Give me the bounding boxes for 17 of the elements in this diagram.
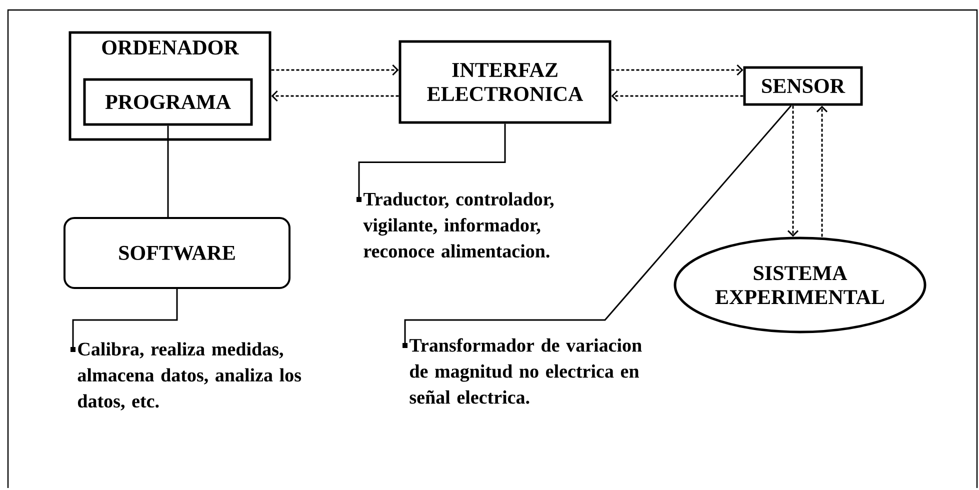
leader-line [402, 105, 792, 348]
arrow [271, 90, 399, 102]
leader-line [356, 124, 506, 202]
leader-line [70, 289, 178, 352]
sensor-box: SENSOR [743, 66, 863, 106]
interface-box: INTERFAZ ELECTRONICA [398, 40, 612, 124]
description-text: Calibra, realiza medidas, almacena datos, analiza los datos, etc. [78, 342, 302, 410]
software-box: SOFTWARE [64, 217, 290, 289]
description-text: Traductor, controlador, vigilante, informador, reconoce alimentacion. [363, 192, 554, 258]
program-box: PROGRAMA [83, 78, 253, 126]
description-text: Transformador de variacion de magnitud no electrica en señal electrica. [410, 338, 642, 404]
connector-line [167, 126, 169, 217]
arrow [611, 64, 744, 76]
arrow [816, 106, 828, 237]
arrow [787, 106, 799, 237]
arrow [271, 64, 399, 76]
arrow [611, 90, 744, 102]
